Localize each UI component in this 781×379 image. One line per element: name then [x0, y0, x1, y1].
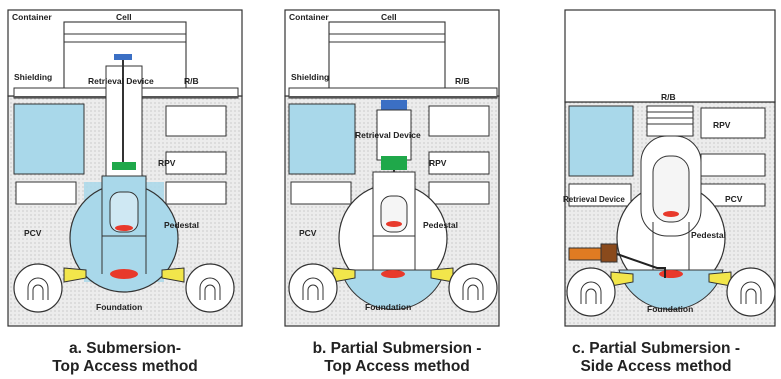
caption-c-line-2: Side Access method — [580, 358, 732, 375]
caption-a: a. Submersion- Top Access method — [0, 340, 250, 376]
label-pcv: PCV — [299, 228, 317, 238]
retrieval-device-tool — [381, 156, 407, 170]
label-pedestal: Pedestal — [691, 230, 726, 240]
label-shielding: Shielding — [291, 72, 329, 82]
fuel-debris — [110, 269, 138, 279]
label-cell: Cell — [381, 12, 397, 22]
caption-a-line-1: a. Submersion- — [69, 340, 181, 357]
fuel-pool — [13, 103, 85, 175]
caption-c: c. Partial Submersion - Side Access meth… — [531, 340, 781, 376]
label-pcv: PCV — [24, 228, 42, 238]
fuel-debris — [659, 270, 683, 278]
caption-b-line-2: Top Access method — [324, 358, 470, 375]
panel-a-submersion-top-access: Container Cell Shielding Retrieval Devic… — [6, 6, 246, 328]
label-cell: Cell — [116, 12, 132, 22]
label-retrieval-device: Retrieval Device — [563, 195, 625, 204]
panel-c-diagram: R/B RPV Retrieval Device PCV Pedestal Fo… — [563, 9, 776, 327]
label-container: Container — [289, 12, 329, 22]
label-rpv: RPV — [713, 120, 731, 130]
panel-a-diagram: Container Cell Shielding Retrieval Devic… — [7, 9, 243, 327]
label-pedestal: Pedestal — [164, 220, 199, 230]
label-retrieval-device: Retrieval Device — [355, 130, 421, 140]
label-rb: R/B — [661, 92, 676, 102]
caption-b-line-1: b. Partial Submersion - — [312, 340, 482, 357]
fuel-pool — [568, 105, 634, 177]
label-rb: R/B — [455, 76, 470, 86]
retrieval-device-tool — [112, 162, 136, 170]
label-pedestal: Pedestal — [423, 220, 458, 230]
label-pcv: PCV — [725, 194, 743, 204]
rpv-vessel — [109, 191, 139, 233]
suppression-chamber-left — [13, 263, 63, 313]
caption-a-line-2: Top Access method — [52, 358, 198, 375]
suppression-chamber-right — [185, 263, 235, 313]
retrieval-device-head — [381, 100, 407, 110]
label-container: Container — [12, 12, 52, 22]
label-rpv: RPV — [429, 158, 447, 168]
label-retrieval-device: Retrieval Device — [88, 76, 154, 86]
label-rb: R/B — [184, 76, 199, 86]
label-shielding: Shielding — [14, 72, 52, 82]
label-foundation: Foundation — [96, 302, 142, 312]
fuel-debris — [381, 270, 405, 278]
upper-building — [564, 9, 776, 103]
cell — [328, 21, 446, 93]
panel-b-diagram: Container Cell Shielding R/B Retrieval D… — [284, 9, 500, 327]
rpv-vessel — [652, 155, 690, 223]
retrieval-device-head — [114, 54, 132, 60]
panel-b-partial-submersion-top-access: Container Cell Shielding R/B Retrieval D… — [283, 6, 523, 328]
side-retrieval-device — [568, 247, 602, 261]
label-rpv: RPV — [158, 158, 176, 168]
label-foundation: Foundation — [365, 302, 411, 312]
fuel-pool — [288, 103, 356, 175]
caption-c-line-1: c. Partial Submersion - — [572, 340, 740, 357]
panel-c-partial-submersion-side-access: R/B RPV Retrieval Device PCV Pedestal Fo… — [561, 6, 781, 328]
caption-b: b. Partial Submersion - Top Access metho… — [272, 340, 522, 376]
label-foundation: Foundation — [647, 304, 693, 314]
